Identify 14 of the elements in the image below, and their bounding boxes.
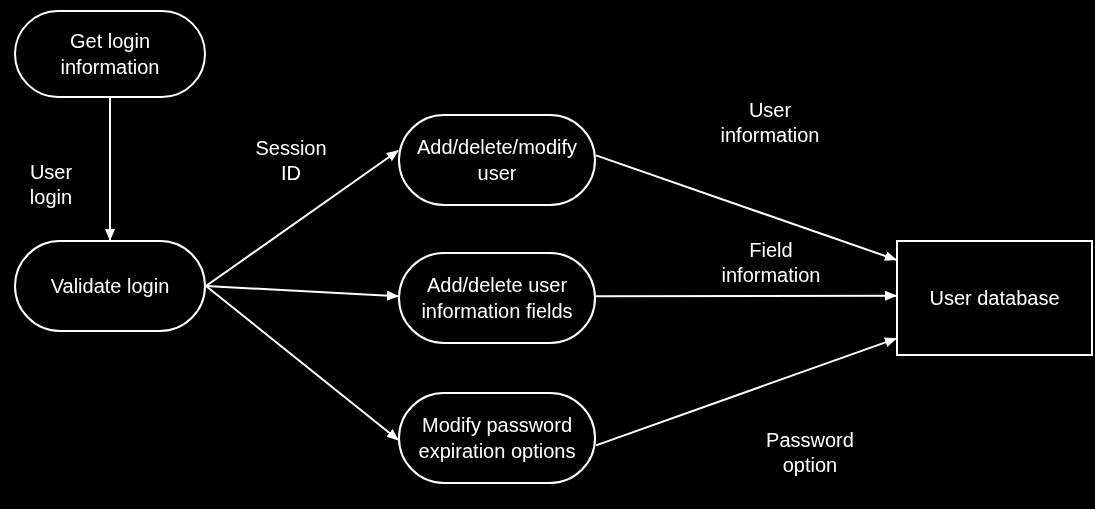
arrow bbox=[205, 285, 399, 441]
data-store-box bbox=[896, 240, 1093, 356]
arrow bbox=[205, 285, 399, 301]
arrow bbox=[595, 290, 897, 301]
node-label: Modify password expiration options bbox=[417, 413, 577, 464]
arrow bbox=[105, 97, 115, 241]
arrow bbox=[595, 337, 897, 447]
node-label: Get login information bbox=[59, 29, 161, 80]
node-label: Add/delete/modify user bbox=[415, 135, 579, 186]
arrow bbox=[205, 149, 399, 287]
node-label: Validate login bbox=[49, 274, 171, 299]
node-label: User database bbox=[928, 286, 1061, 311]
node-label: Add/delete user information fields bbox=[420, 273, 574, 324]
arrow bbox=[595, 154, 897, 261]
